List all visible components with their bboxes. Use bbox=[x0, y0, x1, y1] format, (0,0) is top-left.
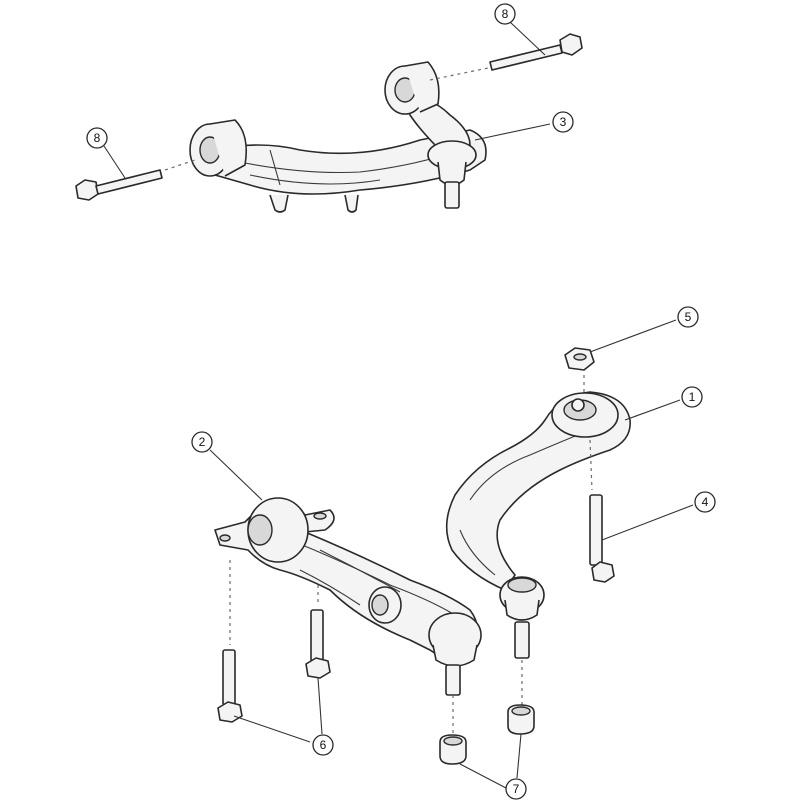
leader-5 bbox=[589, 319, 677, 353]
callout-5: 5 bbox=[677, 306, 699, 328]
leader-1 bbox=[624, 399, 681, 421]
svg-text:2: 2 bbox=[199, 435, 206, 449]
callout-7: 7 bbox=[505, 778, 527, 800]
svg-text:7: 7 bbox=[513, 782, 520, 796]
lower-bolt-right bbox=[305, 609, 331, 679]
lower-nut-right bbox=[507, 704, 535, 735]
callout-6: 6 bbox=[312, 734, 334, 756]
leader-7a bbox=[459, 763, 507, 789]
svg-text:5: 5 bbox=[685, 310, 692, 324]
lower-control-arm-curved bbox=[445, 375, 631, 705]
upper-control-arm bbox=[189, 61, 487, 213]
top-nut bbox=[564, 347, 595, 371]
upper-arm-bolt-rear bbox=[429, 33, 583, 81]
svg-text:8: 8 bbox=[94, 131, 101, 145]
callout-2: 2 bbox=[191, 431, 213, 453]
upper-arm-bolt-front bbox=[75, 159, 196, 201]
vertical-bolt-4 bbox=[589, 494, 615, 583]
leader-8-left bbox=[103, 145, 126, 179]
svg-text:6: 6 bbox=[320, 738, 327, 752]
svg-text:1: 1 bbox=[689, 390, 696, 404]
leader-8-top bbox=[509, 21, 546, 56]
callout-1: 1 bbox=[681, 386, 703, 408]
leader-7b bbox=[516, 733, 522, 779]
svg-text:3: 3 bbox=[560, 115, 567, 129]
callout-4: 4 bbox=[694, 491, 716, 513]
svg-text:4: 4 bbox=[702, 495, 709, 509]
lower-control-arm-straight bbox=[214, 497, 482, 735]
leader-6a bbox=[233, 715, 311, 743]
lower-nut-left bbox=[439, 734, 467, 765]
svg-text:8: 8 bbox=[502, 7, 509, 21]
callout-3: 3 bbox=[552, 111, 574, 133]
callout-8-top: 8 bbox=[494, 3, 516, 25]
leader-2 bbox=[209, 449, 263, 501]
leader-6b bbox=[317, 677, 323, 735]
callout-8-left: 8 bbox=[86, 127, 108, 149]
leader-4 bbox=[601, 504, 694, 541]
leader-3 bbox=[474, 123, 551, 141]
lower-bolt-left bbox=[217, 649, 243, 723]
